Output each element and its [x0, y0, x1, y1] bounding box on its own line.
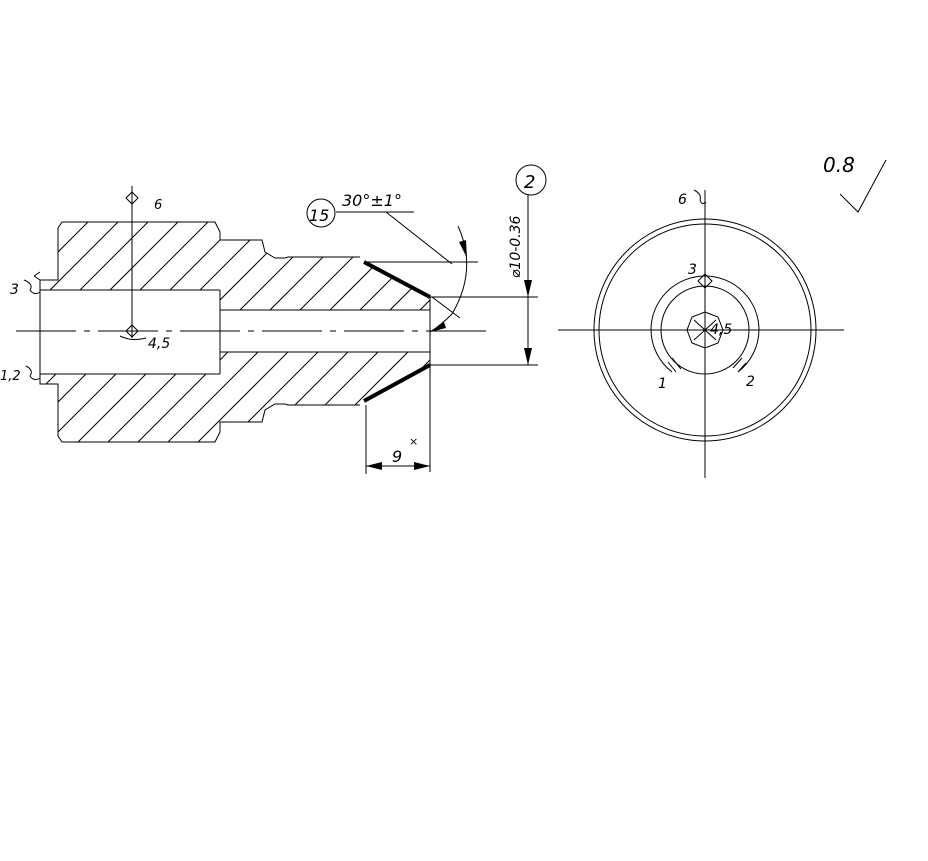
balloon-2 [515, 164, 547, 196]
label-1-2: 1,2 [0, 369, 21, 384]
upper-outline [39, 221, 360, 290]
hex-center [686, 311, 724, 349]
cone-seat-upper [363, 260, 431, 299]
length-callout-mark: × [409, 435, 418, 448]
balloon-15-label: 15 [309, 206, 329, 225]
length-callout: 9 [392, 447, 402, 466]
balloon-2-label: 2 [524, 172, 535, 193]
section-view: 6 4,5 3 1,2 ⌀10-0.36 2 15 30°±1° [0, 164, 547, 474]
diamond-marker-center [125, 324, 139, 338]
end-label-3: 3 [688, 262, 697, 278]
label-3: 3 [10, 282, 19, 298]
section-hatching [40, 222, 430, 442]
label-4-5: 4,5 [148, 336, 170, 352]
seat-circle [660, 285, 750, 375]
end-label-2: 2 [746, 374, 755, 390]
diamond-marker-top [125, 191, 139, 205]
outer-circle-inner [598, 223, 812, 437]
roughness-value: 0.8 [823, 153, 855, 177]
end-label-6: 6 [678, 192, 687, 208]
label-6: 6 [154, 198, 162, 213]
diamond-marker-end [697, 273, 713, 289]
angle-callout: 30°±1° [342, 191, 402, 210]
outer-circle [593, 218, 817, 442]
end-label-1: 1 [658, 376, 667, 392]
end-view: 6 3 4,5 1 2 [558, 189, 844, 478]
end-label-4-5: 4,5 [710, 322, 732, 338]
diameter-callout: ⌀10-0.36 [508, 215, 524, 278]
balloon-15 [306, 198, 336, 228]
lower-outline [39, 374, 360, 443]
cone-seat-lower [363, 363, 431, 403]
surface-roughness-symbol: 0.8 [823, 153, 887, 213]
bore-circle [650, 275, 760, 373]
